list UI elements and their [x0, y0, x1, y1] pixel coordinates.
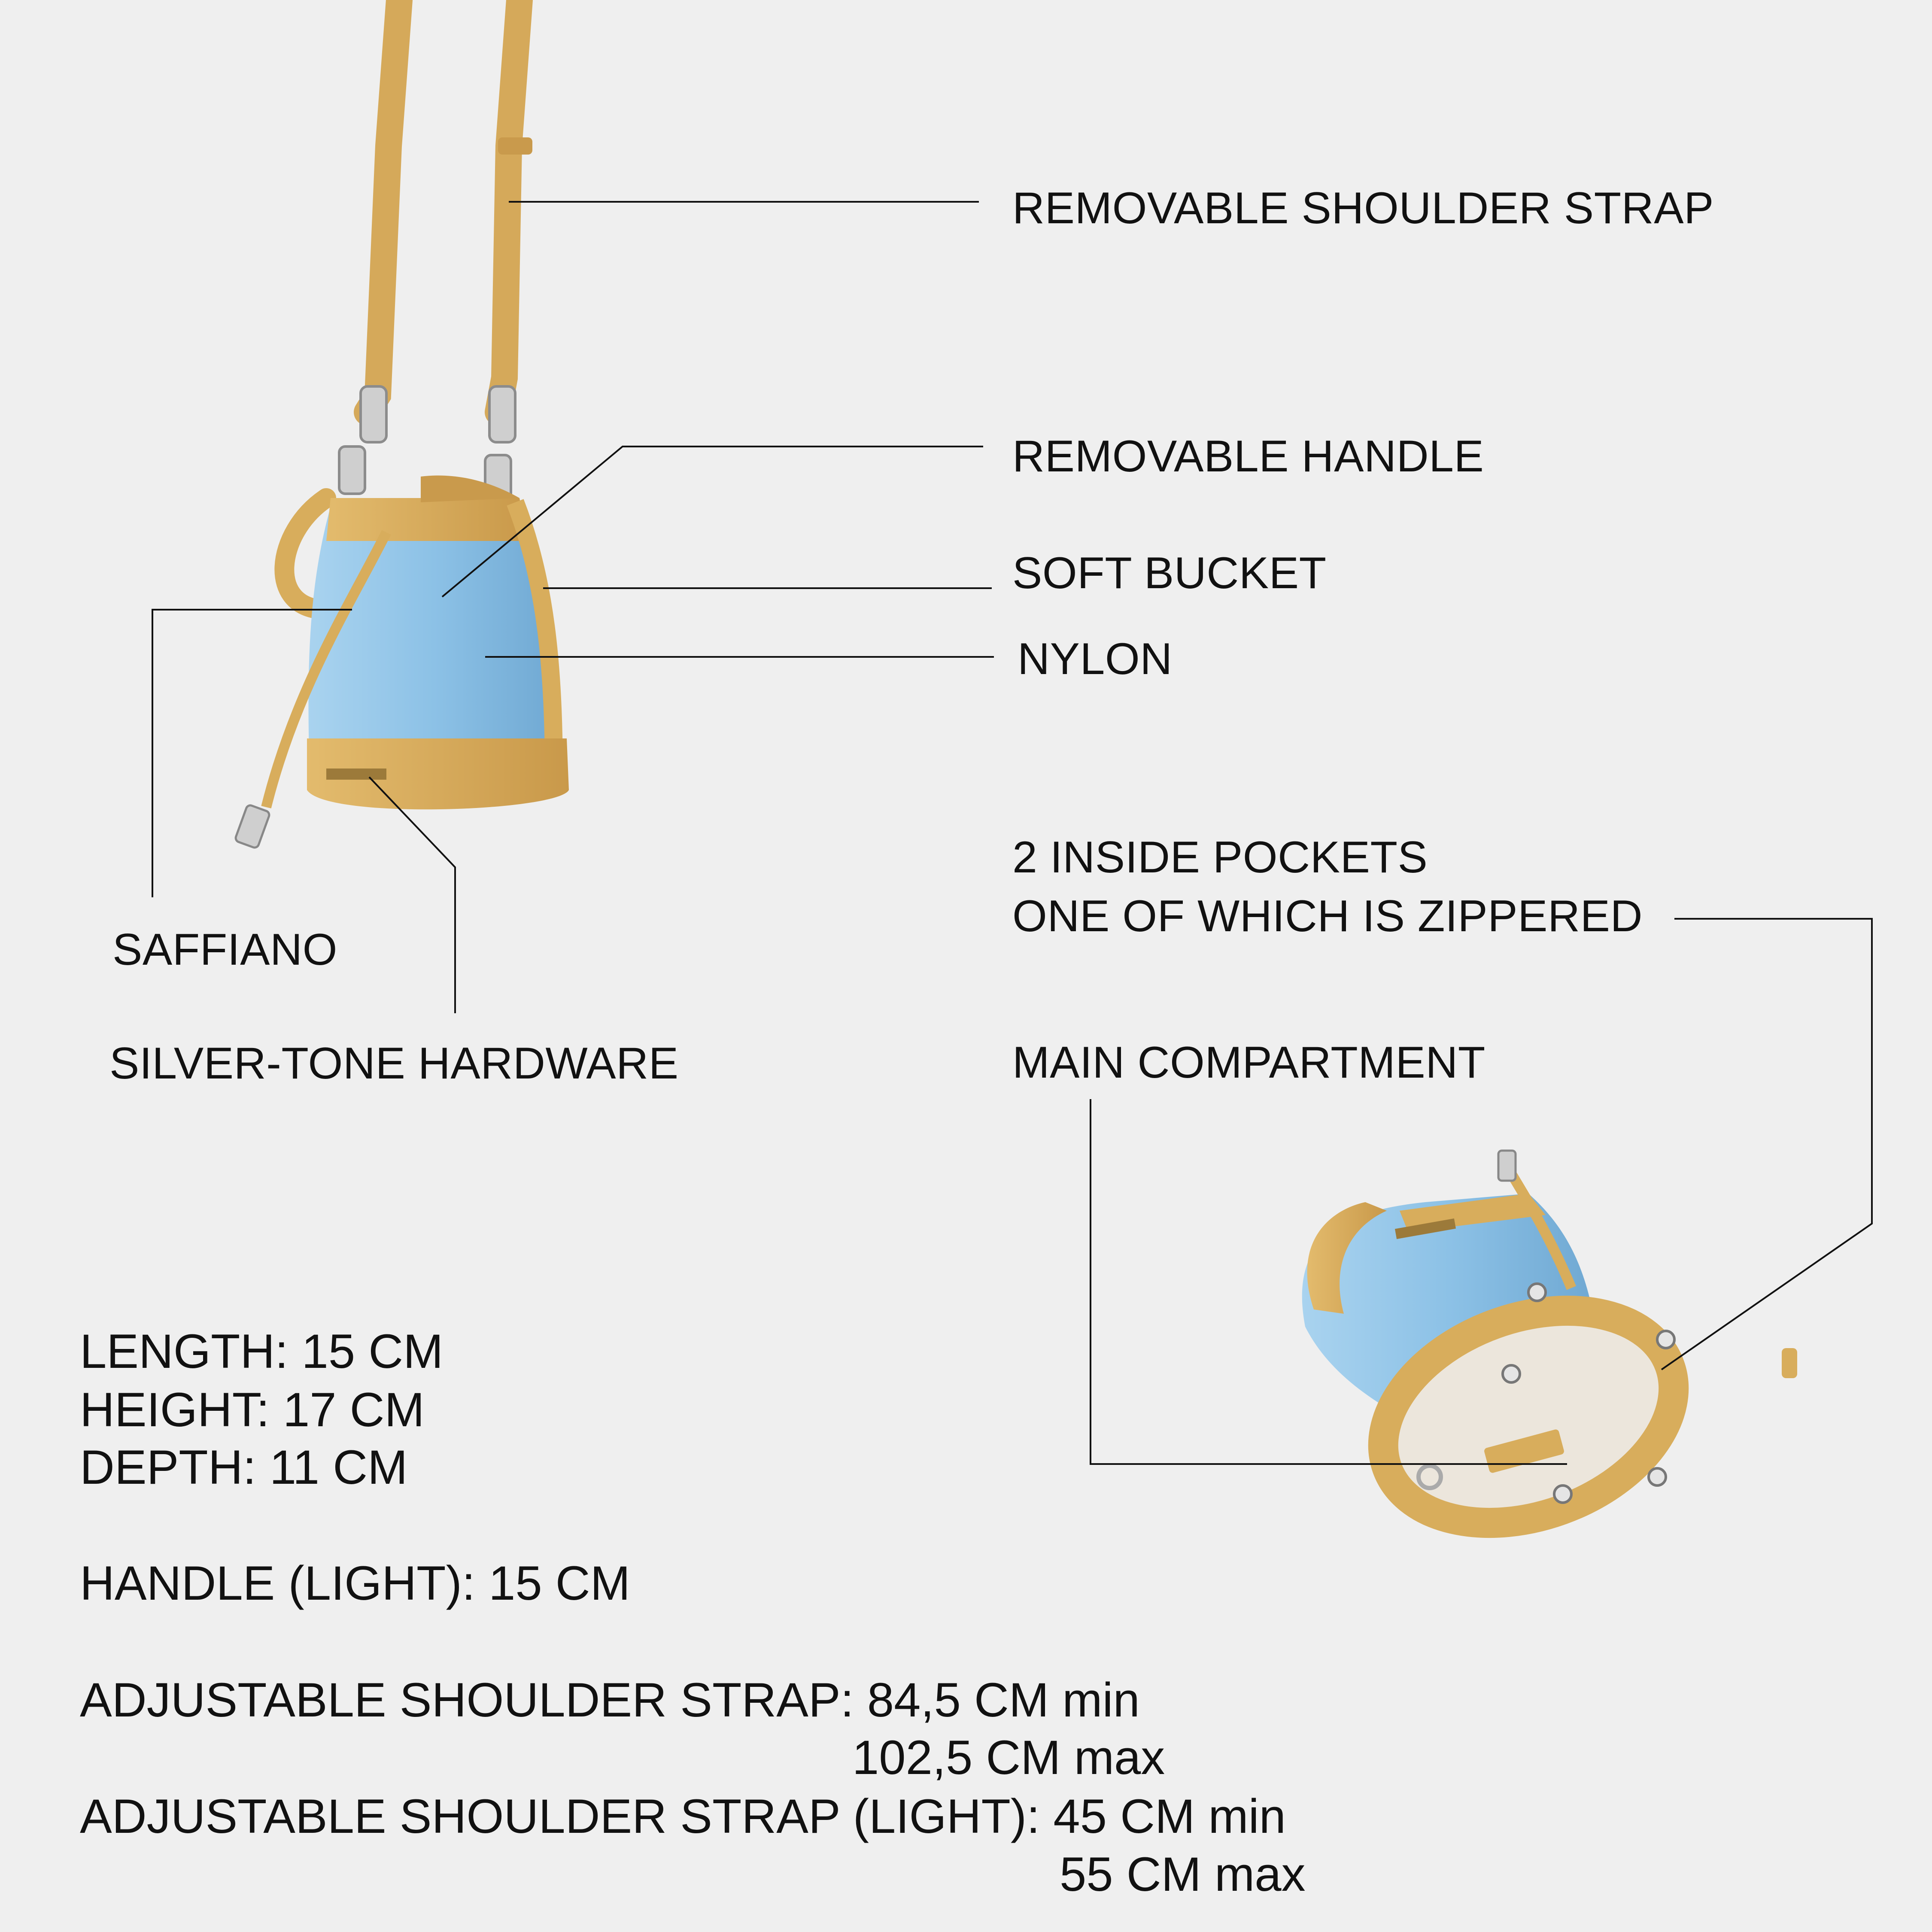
eyelets — [1501, 1282, 1676, 1504]
spec-height: HEIGHT: 17 CM — [80, 1383, 425, 1437]
spec-shoulder-strap-light-max: 55 CM max — [1060, 1847, 1306, 1901]
leader-pockets — [1661, 918, 1873, 1370]
label-removable-shoulder-strap: REMOVABLE SHOULDER STRAP — [1012, 183, 1714, 233]
drawstring — [261, 530, 391, 808]
open-logo-plate — [1394, 1218, 1456, 1239]
inner-pocket — [1484, 1429, 1564, 1473]
shoulder-strap — [354, 0, 533, 425]
cord-end — [234, 804, 270, 849]
lining-opening — [1368, 1295, 1689, 1538]
base-saffiano — [307, 738, 569, 810]
spec-shoulder-strap-max: 102,5 CM max — [852, 1731, 1165, 1784]
bag-open-view — [1302, 1149, 1797, 1538]
label-removable-handle: REMOVABLE HANDLE — [1012, 431, 1484, 481]
label-main-compartment: MAIN COMPARTMENT — [1012, 1038, 1485, 1088]
logo-plate — [326, 769, 386, 780]
strap-buckle — [498, 137, 532, 155]
leader-handle — [441, 446, 983, 598]
label-soft-bucket: SOFT BUCKET — [1012, 548, 1327, 598]
leader-lines — [152, 201, 1873, 1465]
label-inside-pockets-line2: ONE OF WHICH IS ZIPPERED — [1012, 891, 1643, 941]
leader-saffiano — [152, 609, 352, 897]
spec-handle-light: HANDLE (LIGHT): 15 CM — [80, 1556, 630, 1610]
label-saffiano: SAFFIANO — [112, 925, 338, 975]
top-band — [326, 498, 528, 541]
label-nylon: NYLON — [1018, 634, 1173, 684]
spec-depth: DEPTH: 11 CM — [80, 1440, 408, 1494]
bag-front-view — [234, 0, 569, 849]
leader-main-compartment — [1090, 1099, 1567, 1465]
leader-hardware — [368, 776, 456, 1013]
spec-shoulder-strap-light: ADJUSTABLE SHOULDER STRAP (LIGHT): 45 CM… — [80, 1789, 1286, 1843]
label-silver-tone-hardware: SILVER-TONE HARDWARE — [109, 1039, 679, 1088]
spec-shoulder-strap: ADJUSTABLE SHOULDER STRAP: 84,5 CM min — [80, 1673, 1140, 1727]
spec-length: LENGTH: 15 CM — [80, 1324, 444, 1378]
label-inside-pockets-line1: 2 INSIDE POCKETS — [1012, 832, 1428, 882]
